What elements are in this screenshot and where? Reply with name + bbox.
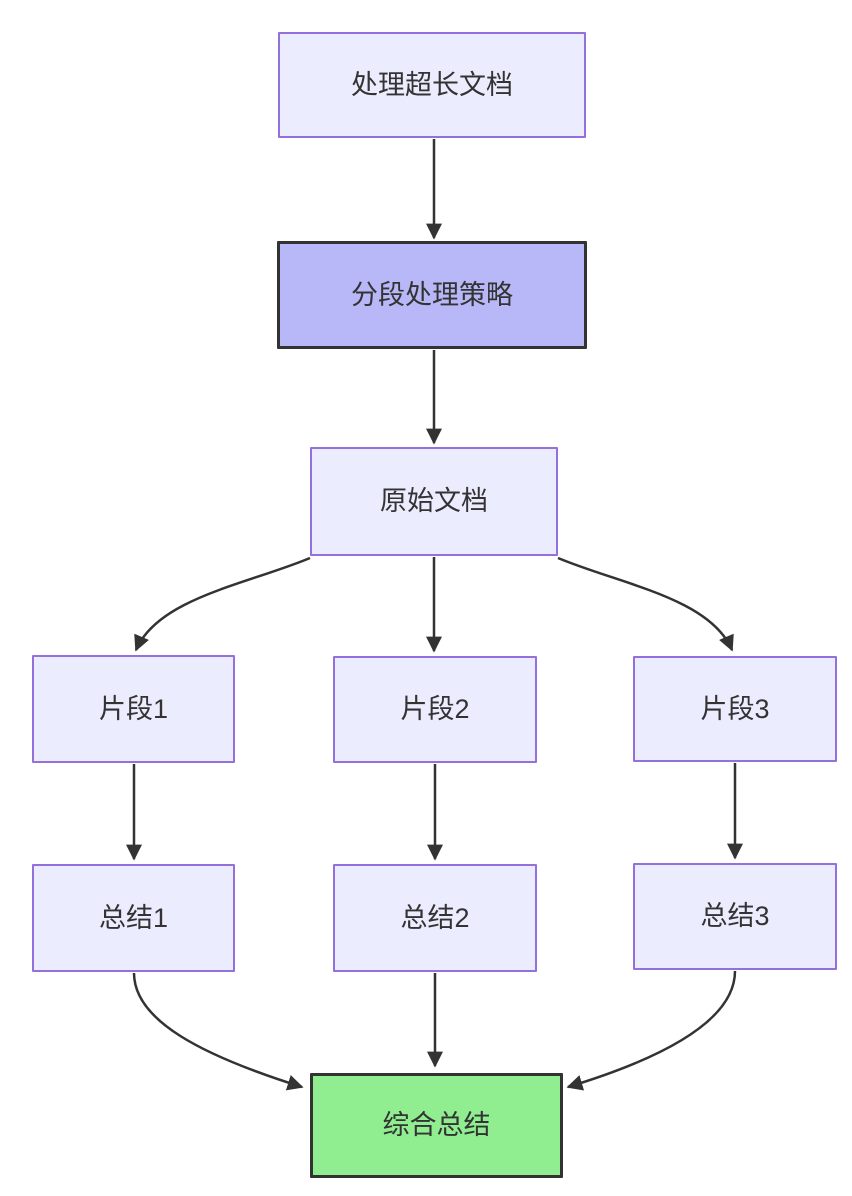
node-original-document: 原始文档	[310, 447, 558, 556]
node-summary-3-label: 总结3	[700, 901, 770, 932]
node-segmentation-strategy-label: 分段处理策略	[351, 279, 513, 310]
node-fragment-2: 片段2	[333, 656, 537, 763]
edge-summary3-final	[566, 970, 737, 1091]
node-summary-2-label: 总结2	[400, 902, 470, 933]
node-summary-1: 总结1	[32, 864, 235, 972]
edge-summary1-final	[132, 972, 304, 1091]
node-fragment-3-label: 片段3	[700, 693, 770, 724]
node-process-long-document: 处理超长文档	[278, 32, 586, 138]
node-summary-1-label: 总结1	[98, 902, 169, 933]
node-segmentation-strategy: 分段处理策略	[277, 241, 587, 349]
node-fragment-1-label: 片段1	[98, 693, 169, 724]
node-summary-2: 总结2	[333, 864, 537, 972]
edge-source-fragment3	[557, 556, 734, 652]
node-fragment-2-label: 片段2	[400, 694, 470, 725]
node-process-long-document-label: 处理超长文档	[351, 69, 513, 100]
node-original-document-label: 原始文档	[380, 486, 488, 517]
node-summary-3: 总结3	[633, 863, 837, 970]
node-final-summary: 综合总结	[310, 1073, 563, 1178]
node-fragment-1: 片段1	[32, 655, 235, 763]
node-final-summary-label: 综合总结	[382, 1110, 491, 1141]
edge-source-fragment1	[134, 556, 311, 652]
node-fragment-3: 片段3	[633, 656, 837, 762]
